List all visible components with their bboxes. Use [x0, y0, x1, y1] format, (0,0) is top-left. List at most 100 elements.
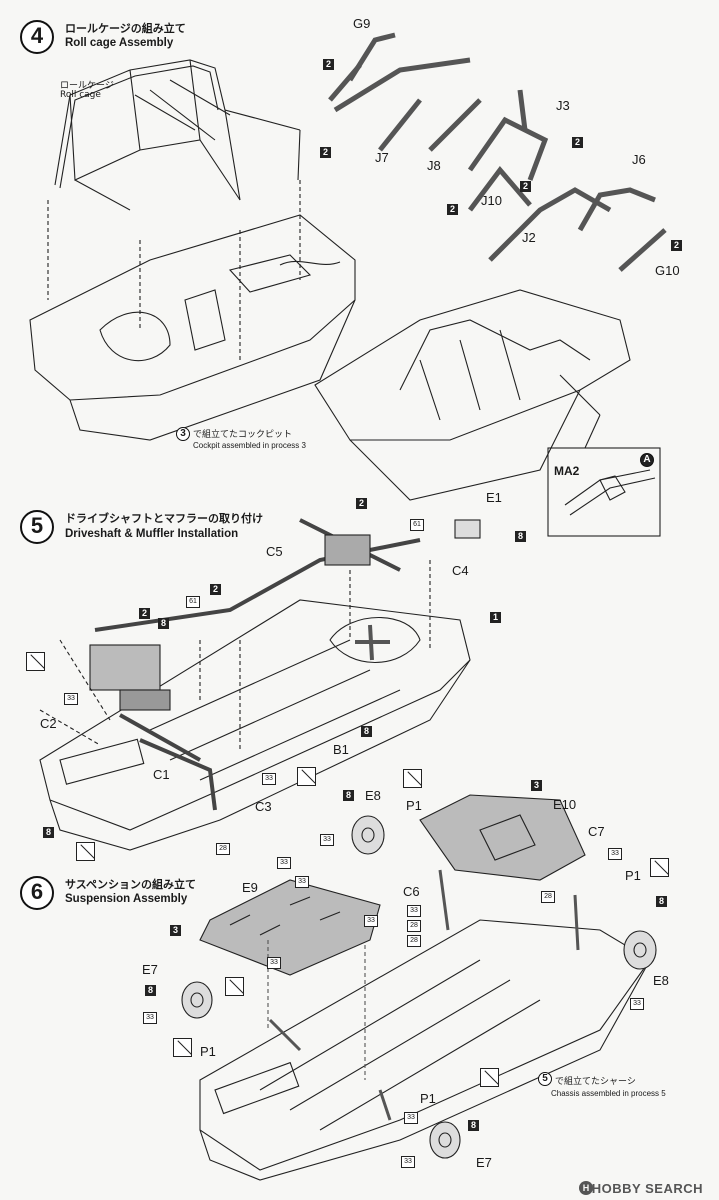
sprue-tag: 33	[320, 834, 334, 846]
exploded-rollcage-parts	[328, 32, 667, 272]
part-j8: J8	[427, 158, 441, 173]
sprue-tag: 33	[64, 693, 78, 705]
part-box-2: 2	[520, 181, 531, 192]
part-e7: E7	[142, 962, 158, 977]
hobby-search-logo-icon: H	[579, 1181, 593, 1195]
part-c2: C2	[40, 716, 57, 731]
step-5-title-jp: ドライブシャフトとマフラーの取り付け	[65, 512, 263, 525]
part-b1: B1	[333, 742, 349, 757]
step5-leader-lines	[39, 560, 431, 750]
sprue-tag: 33	[267, 957, 281, 969]
part-e8: E8	[365, 788, 381, 803]
part-p1-left: P1	[200, 1044, 216, 1059]
part-box-2: 2	[572, 137, 583, 148]
wheel-hubs	[181, 815, 657, 1159]
sprue-tag: 33	[404, 1112, 418, 1124]
part-box-2: 2	[671, 240, 682, 251]
part-j3: J3	[556, 98, 570, 113]
part-p1-bottom: P1	[420, 1091, 436, 1106]
part-g9: G9	[353, 16, 371, 31]
part-box: 8	[361, 726, 372, 737]
step-4-number: 4	[20, 20, 54, 54]
part-box: 2	[139, 608, 150, 619]
sprue-tag: 28	[541, 891, 555, 903]
sprue-tag: 33	[407, 905, 421, 917]
part-box: 3	[170, 925, 181, 936]
sprue-tag: 33	[364, 915, 378, 927]
chassis-step6	[199, 919, 651, 1181]
sprue-tag: 33	[630, 998, 644, 1010]
part-c7: C7	[588, 824, 605, 839]
cockpit-note-en: Cockpit assembled in process 3	[193, 441, 306, 450]
part-e9: E9	[242, 880, 258, 895]
suspension-plate-e9	[199, 879, 381, 976]
step-4-title-en: Roll cage Assembly	[65, 37, 174, 49]
part-box: 8	[343, 790, 354, 801]
part-box: 1	[490, 612, 501, 623]
chassis-step5	[39, 599, 471, 851]
part-box-2: 2	[447, 204, 458, 215]
part-c6: C6	[403, 884, 420, 899]
part-c4: C4	[452, 563, 469, 578]
roll-cage-drawing	[47, 59, 301, 360]
sprue-tag: 33	[143, 1012, 157, 1024]
part-box: 8	[158, 618, 169, 629]
part-c1: C1	[153, 767, 170, 782]
process-3-ref: 3	[176, 427, 190, 441]
glue-warning-icon	[173, 1038, 192, 1057]
part-j2: J2	[522, 230, 536, 245]
glue-warning-icon	[480, 1068, 499, 1087]
sprue-tag: 28	[407, 935, 421, 947]
glue-warning-icon	[297, 767, 316, 786]
part-e1: E1	[486, 490, 502, 505]
part-p1: P1	[406, 798, 422, 813]
step-6-number: 6	[20, 876, 54, 910]
part-j7: J7	[375, 150, 389, 165]
part-box: 8	[515, 531, 526, 542]
sprue-tag: 61	[186, 596, 200, 608]
muffler-block	[89, 519, 481, 711]
suspension-plate-e10	[419, 794, 586, 881]
part-box-2: 2	[323, 59, 334, 70]
part-p1-right: P1	[625, 868, 641, 883]
step-6-title-jp: サスペンションの組み立て	[65, 878, 197, 891]
detail-a-marker: A	[640, 453, 654, 467]
sprue-tag: 33	[608, 848, 622, 860]
part-g10: G10	[655, 263, 680, 278]
part-box: 8	[43, 827, 54, 838]
hobby-search-watermark: HOBBY SEARCH	[591, 1181, 703, 1196]
part-e7-bottom: E7	[476, 1155, 492, 1170]
sprue-tag: 28	[216, 843, 230, 855]
step-5-number: 5	[20, 510, 54, 544]
part-e10: E10	[553, 797, 577, 812]
sprue-tag: 61	[410, 519, 424, 531]
part-box: 2	[210, 584, 221, 595]
part-e8-right: E8	[653, 973, 669, 988]
chassis-note-en: Chassis assembled in process 5	[551, 1089, 666, 1098]
cockpit-body-right	[314, 289, 631, 501]
glue-warning-icon	[225, 977, 244, 996]
cockpit-body-left	[29, 214, 356, 441]
glue-warning-icon	[76, 842, 95, 861]
part-box: 8	[468, 1120, 479, 1131]
struts	[267, 869, 580, 1121]
part-j6: J6	[632, 152, 646, 167]
part-box: 3	[531, 780, 542, 791]
process-5-ref: 5	[538, 1072, 552, 1086]
step-5-title-en: Driveshaft & Muffler Installation	[65, 528, 239, 540]
part-j10: J10	[481, 193, 502, 208]
part-box-2: 2	[320, 147, 331, 158]
sprue-tag: 33	[295, 876, 309, 888]
step-6-title-en: Suspension Assembly	[65, 893, 188, 905]
ma2-detail-box	[547, 374, 661, 537]
glue-warning-icon	[650, 858, 669, 877]
rollcage-label-en: Roll cage	[60, 90, 101, 100]
detail-ma2-label: MA2	[554, 464, 580, 478]
glue-warning-icon	[26, 652, 45, 671]
chassis-note-jp: で組立てたシャーシ	[555, 1077, 636, 1087]
part-box: 8	[656, 896, 667, 907]
part-c5: C5	[266, 544, 283, 559]
part-c3: C3	[255, 799, 272, 814]
